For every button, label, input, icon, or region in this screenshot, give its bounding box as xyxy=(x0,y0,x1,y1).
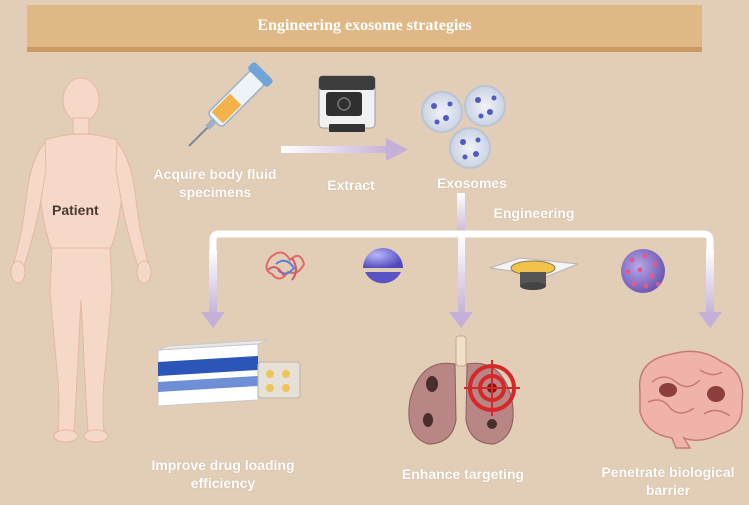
patient-label: Patient xyxy=(52,202,99,218)
liposome-icon xyxy=(363,248,403,284)
syringe-icon xyxy=(188,62,273,147)
petri-dish-icon xyxy=(421,85,506,169)
drug-box-icon xyxy=(157,339,301,407)
peptide-network-icon xyxy=(265,251,306,281)
engineering-label: Engineering xyxy=(493,205,575,221)
branch-connector xyxy=(201,193,722,328)
human-body-icon xyxy=(10,77,152,443)
barrier-label: Penetrate biological barrier xyxy=(601,464,735,498)
extract-arrow xyxy=(281,138,408,161)
extract-label: Extract xyxy=(327,177,375,193)
lungs-target-icon xyxy=(408,335,520,445)
acquire-label: Acquire body fluid specimens xyxy=(153,166,277,200)
nanoparticle-icon xyxy=(621,249,665,293)
drug-loading-label: Improve drug loading efficiency xyxy=(151,457,295,491)
centrifuge-machine-icon xyxy=(318,75,376,132)
exosomes-label: Exosomes xyxy=(436,175,508,191)
page-title: Engineering exosome strategies xyxy=(257,17,472,34)
targeting-label: Enhance targeting xyxy=(401,466,525,482)
title-bar: Engineering exosome strategies xyxy=(27,5,702,52)
brain-icon xyxy=(638,350,744,449)
membrane-chip-icon xyxy=(489,257,579,290)
